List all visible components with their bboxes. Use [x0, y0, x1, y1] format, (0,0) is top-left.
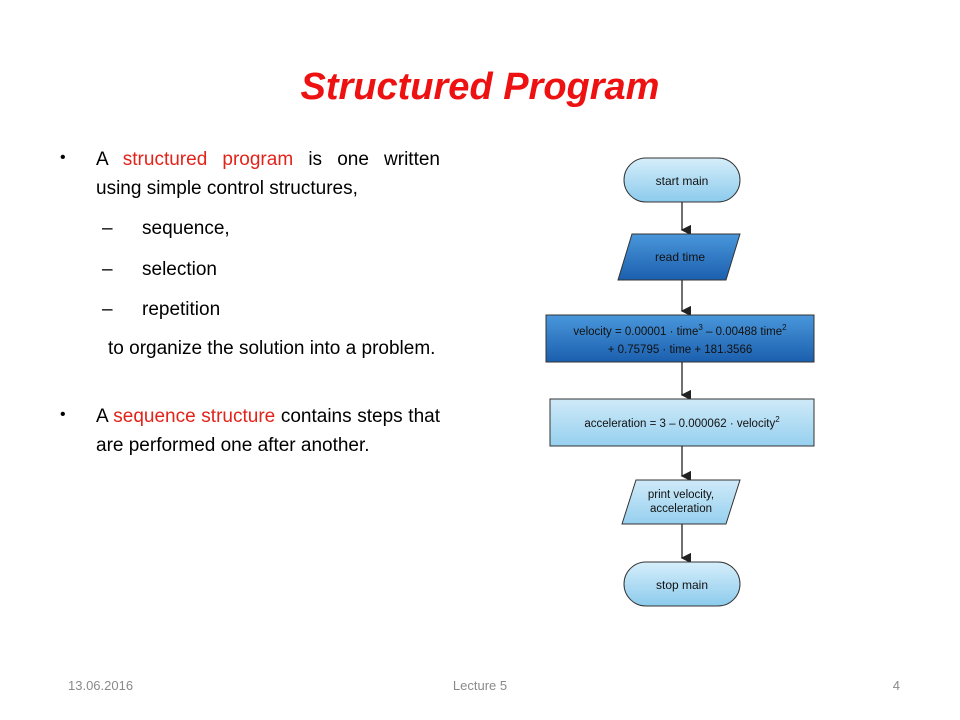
bullet-sequence-structure: • A sequence structure contains steps th… — [60, 403, 440, 460]
flow-velocity-line1: velocity = 0.00001 · time3 – 0.00488 tim… — [573, 323, 787, 338]
flow-start-terminal: start main — [623, 157, 741, 203]
flow-stop-label: stop main — [656, 578, 708, 592]
dash: – — [102, 299, 113, 320]
sub-item-selection: – selection — [60, 256, 440, 285]
continuation-text: to organize the solution into a problem. — [108, 337, 436, 359]
bullet-dot: • — [60, 149, 66, 166]
flow-velocity-line2: + 0.75795 · time + 181.3566 — [608, 344, 753, 356]
sub-item-text: repetition — [142, 299, 221, 320]
sub-item-text: sequence, — [142, 218, 230, 239]
flow-read-label: read time — [655, 250, 705, 264]
bullet-text-post: is one written using simple control stru… — [96, 149, 440, 199]
flow-stop-terminal: stop main — [623, 561, 741, 607]
flow-start-label: start main — [656, 174, 709, 188]
velocity-exp-1: 3 — [698, 323, 703, 332]
slide-content: • A structured program is one written us… — [60, 146, 440, 460]
velocity-term-b: – 0.00488 time — [703, 326, 782, 338]
bullet-text-pre: A — [96, 406, 114, 427]
flow-print-output: print velocity, acceleration — [621, 479, 741, 525]
flow-velocity-process: velocity = 0.00001 · time3 – 0.00488 tim… — [545, 314, 815, 363]
flowchart: start main read time velocity = 0.00001 … — [545, 157, 815, 607]
dash: – — [102, 258, 113, 280]
accel-exp: 2 — [775, 415, 780, 424]
bullet-dot: • — [60, 406, 66, 423]
footer-page-number: 4 — [892, 678, 900, 693]
highlight-structured-program: structured program — [122, 149, 294, 170]
sub-item-sequence: – sequence, — [60, 215, 440, 244]
flow-read-input: read time — [617, 233, 741, 281]
footer-lecture: Lecture 5 — [452, 678, 508, 693]
flow-print-line2: acceleration — [650, 503, 712, 515]
dash: – — [102, 218, 113, 239]
flow-print-line1: print velocity, — [648, 489, 714, 501]
sub-item-repetition: – repetition — [60, 296, 440, 325]
bullet-structured-program: • A structured program is one written us… — [60, 146, 440, 203]
footer-date: 13.06.2016 — [68, 678, 134, 693]
flow-accel-label: acceleration = 3 – 0.000062 · velocity2 — [584, 415, 780, 430]
accel-term: acceleration = 3 – 0.000062 · velocity — [584, 418, 775, 430]
velocity-term-a: velocity = 0.00001 · time — [573, 326, 698, 338]
highlight-sequence-structure: sequence structure — [113, 406, 276, 427]
slide-title: Structured Program — [300, 66, 660, 108]
bullet-text-pre: A — [96, 149, 123, 170]
velocity-exp-2: 2 — [782, 323, 787, 332]
bullet-text-post: contains steps that are performed one af… — [96, 406, 440, 456]
sub-item-text: selection — [142, 258, 217, 280]
flow-acceleration-process: acceleration = 3 – 0.000062 · velocity2 — [549, 398, 815, 447]
